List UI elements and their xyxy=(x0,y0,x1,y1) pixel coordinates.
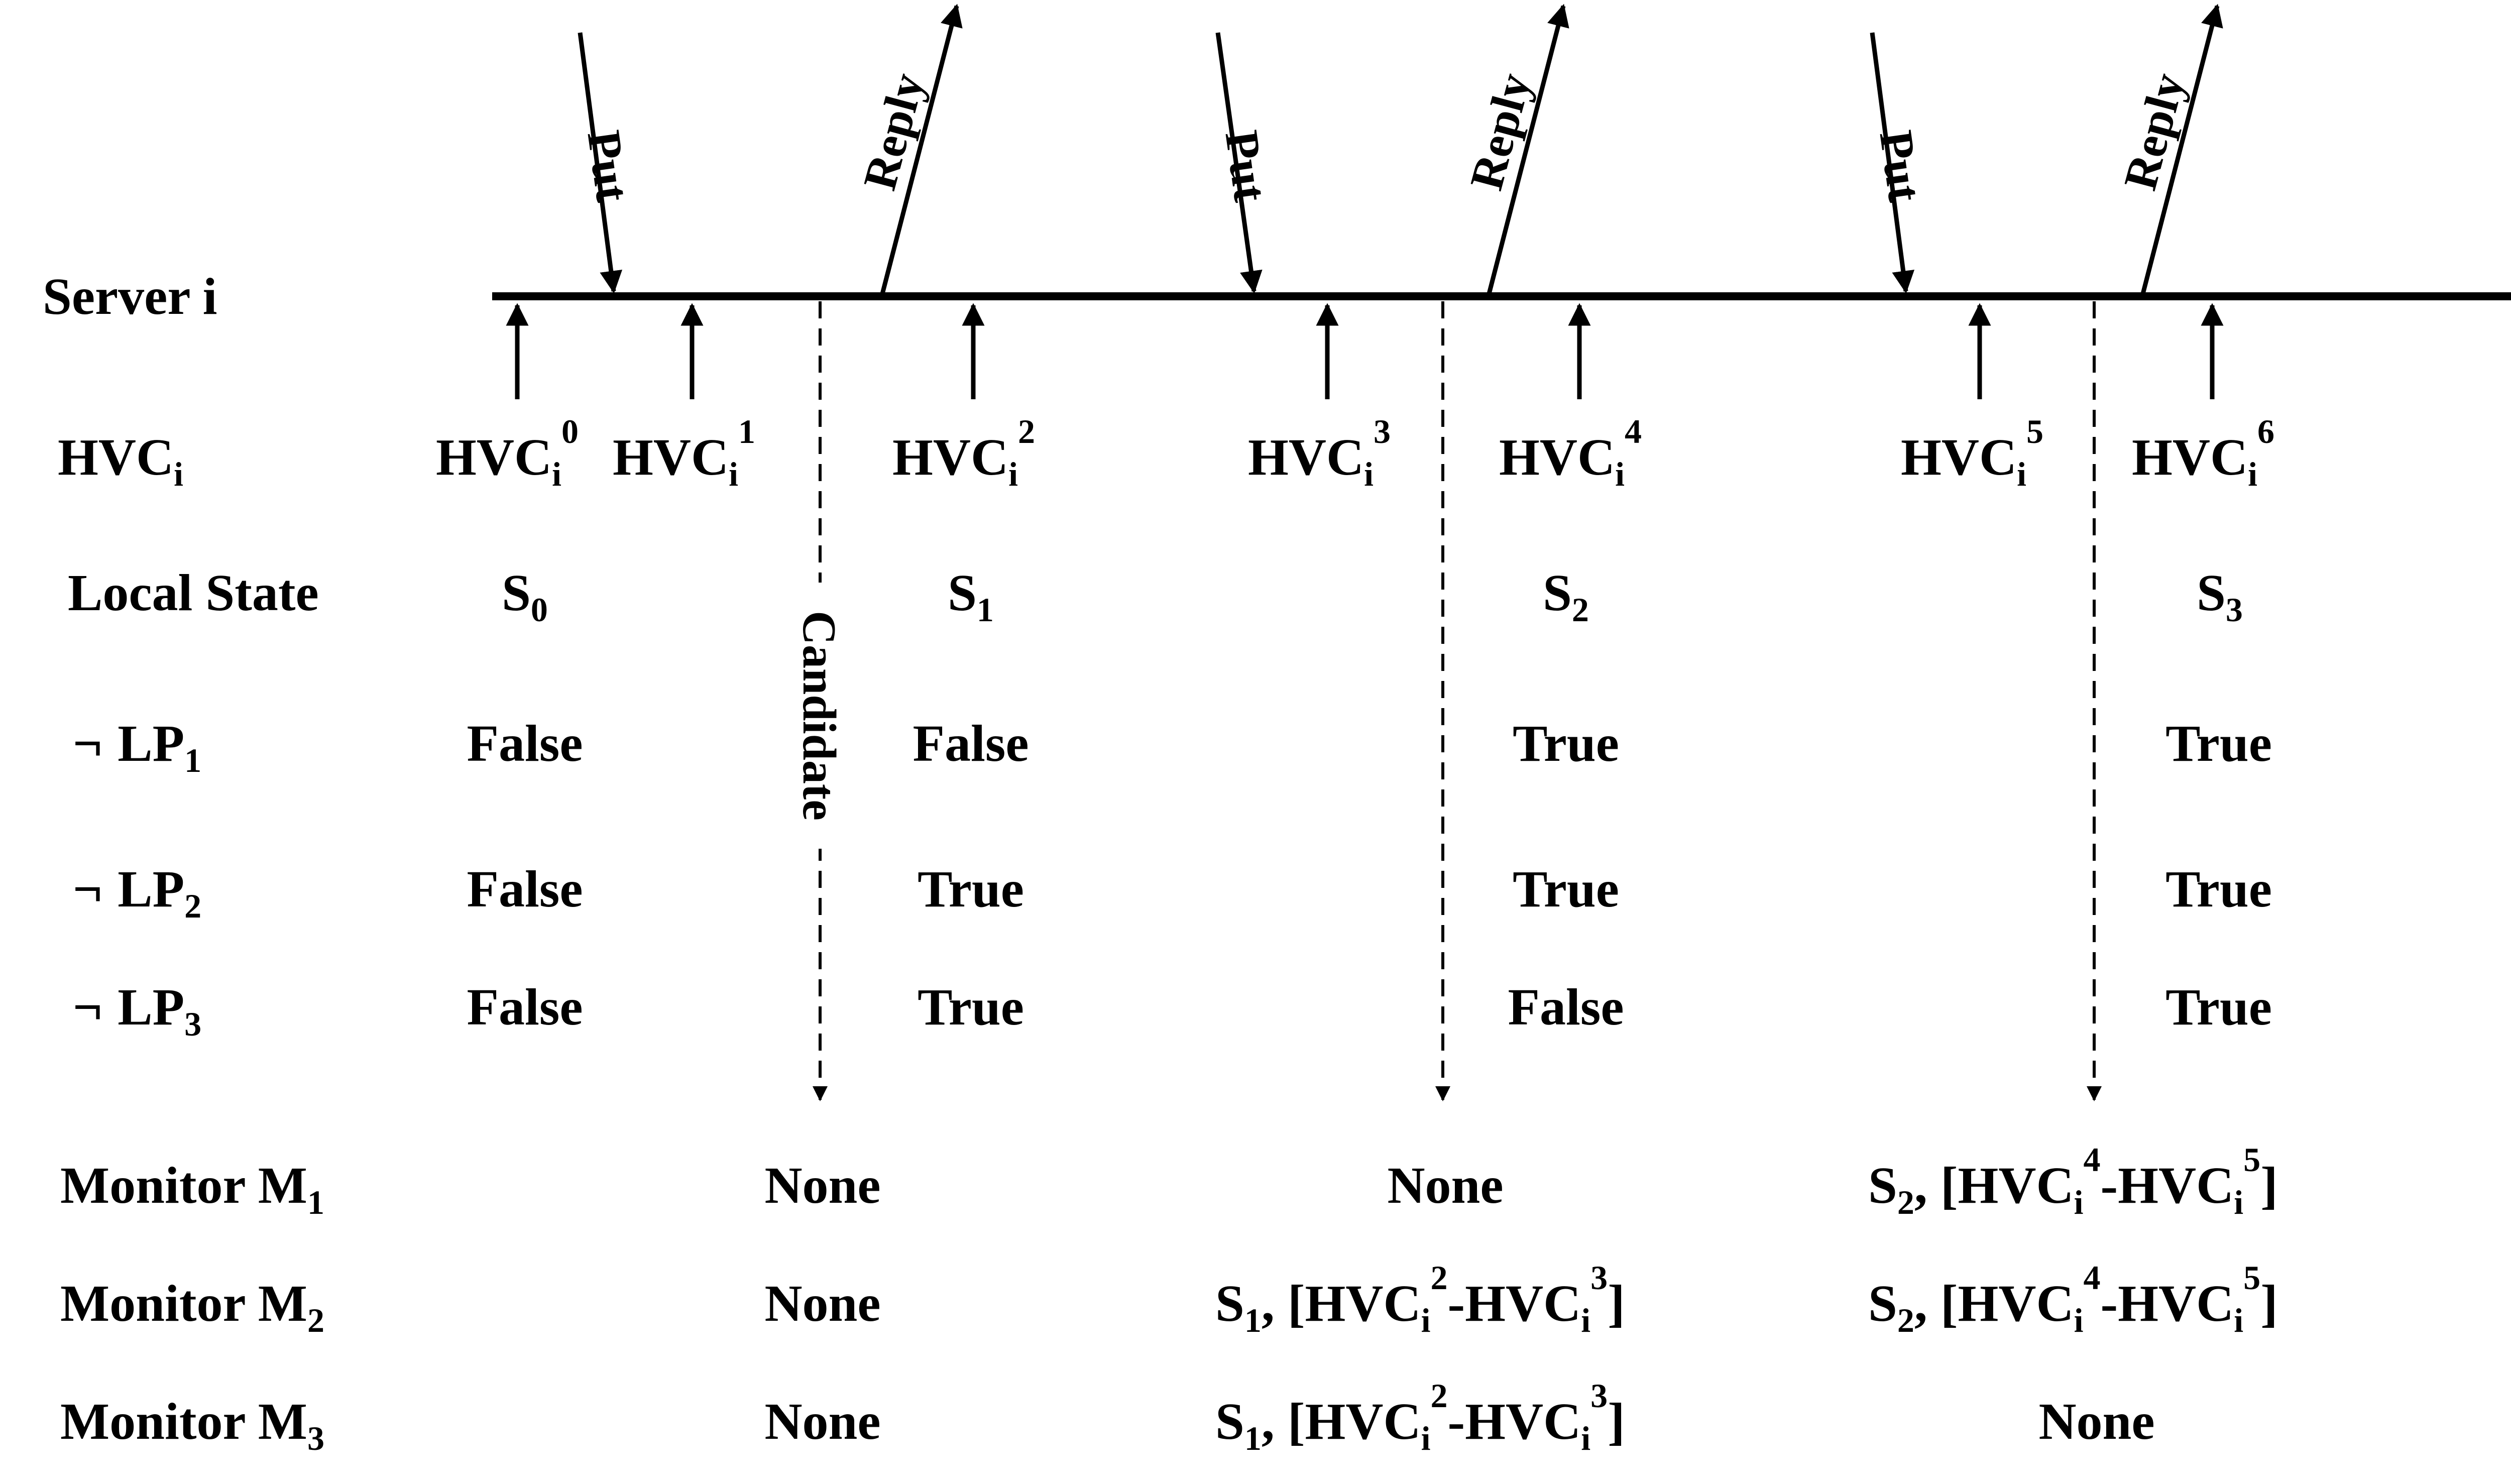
lp1-value-s3: True xyxy=(2165,715,2272,772)
row-label-monitor-m2: Monitor M2 xyxy=(60,1275,324,1339)
lp1-value-s2: True xyxy=(1513,715,1619,772)
hvc-label-5: HVCi5 xyxy=(1901,412,2043,493)
put-label-1: Put xyxy=(577,128,639,205)
put-message-2: Put xyxy=(1215,32,1277,294)
state-label-s0: S0 xyxy=(502,564,548,629)
put-arrow-1 xyxy=(578,32,623,294)
put-label-2: Put xyxy=(1215,128,1277,205)
lp3-value-s2: False xyxy=(1508,978,1624,1036)
row-label-lp3: ¬LP3 xyxy=(73,978,201,1043)
state-label-s2: S2 xyxy=(1543,564,1589,629)
hvc-label-3: HVCi3 xyxy=(1248,412,1391,493)
row-label-lp2: ¬LP2 xyxy=(73,860,201,925)
hvc-label-1: HVCi1 xyxy=(613,412,755,493)
m3-result-candidate-1: None xyxy=(764,1393,880,1450)
row-label-monitor-m1: Monitor M1 xyxy=(60,1157,324,1221)
hvc-label-2: HVCi2 xyxy=(892,412,1035,493)
state-label-s3: S3 xyxy=(2197,564,2243,629)
lp1-value-s1: False xyxy=(912,715,1029,772)
lp2-value-s3: True xyxy=(2165,860,2272,918)
row-label-lp1: ¬LP1 xyxy=(73,715,201,779)
hvc-label-6: HVCi6 xyxy=(2132,412,2274,493)
m1-result-candidate-2: None xyxy=(1387,1157,1503,1214)
lp3-value-s3: True xyxy=(2165,978,2272,1036)
lp1-value-s0: False xyxy=(467,715,583,772)
reply-message-2: Reply xyxy=(1460,4,1569,295)
hvc-label-0: HVCi0 xyxy=(436,412,579,493)
hvc-label-4: HVCi4 xyxy=(1499,412,1642,493)
row-label-hvc: HVCi xyxy=(58,428,183,493)
put-message-3: Put xyxy=(1869,32,1931,294)
m3-result-candidate-3: None xyxy=(2038,1393,2154,1450)
put-message-1: Put xyxy=(577,32,639,294)
m1-result-candidate-1: None xyxy=(764,1157,880,1214)
lp2-value-s2: True xyxy=(1513,860,1619,918)
m2-result-candidate-1: None xyxy=(764,1275,880,1332)
candidate-label-backdrop xyxy=(797,583,844,849)
reply-arrow-1 xyxy=(880,4,963,295)
row-label-monitor-m3: Monitor M3 xyxy=(60,1393,324,1457)
reply-message-3: Reply xyxy=(2114,4,2223,295)
put-arrow-2 xyxy=(1215,32,1263,294)
m2-result-candidate-2: S1, [HVCi2-HVCi3] xyxy=(1215,1259,1625,1339)
m2-result-candidate-3: S2, [HVCi4-HVCi5] xyxy=(1868,1259,2278,1339)
lp2-value-s0: False xyxy=(467,860,583,918)
lp2-value-s1: True xyxy=(918,860,1024,918)
reply-message-1: Reply xyxy=(853,4,963,295)
lp3-value-s0: False xyxy=(467,978,583,1036)
state-label-s1: S1 xyxy=(948,564,994,629)
reply-arrow-2 xyxy=(1487,4,1569,295)
put-label-3: Put xyxy=(1869,128,1931,205)
lp3-value-s1: True xyxy=(918,978,1024,1036)
reply-arrow-3 xyxy=(2140,4,2223,295)
candidate-label: Candidate xyxy=(793,611,845,821)
m1-result-candidate-3: S2, [HVCi4-HVCi5] xyxy=(1868,1140,2278,1221)
server-label: Server i xyxy=(43,268,217,325)
row-label-local-state: Local State xyxy=(68,564,319,622)
m3-result-candidate-2: S1, [HVCi2-HVCi3] xyxy=(1215,1377,1625,1457)
put-arrow-3 xyxy=(1870,32,1915,294)
